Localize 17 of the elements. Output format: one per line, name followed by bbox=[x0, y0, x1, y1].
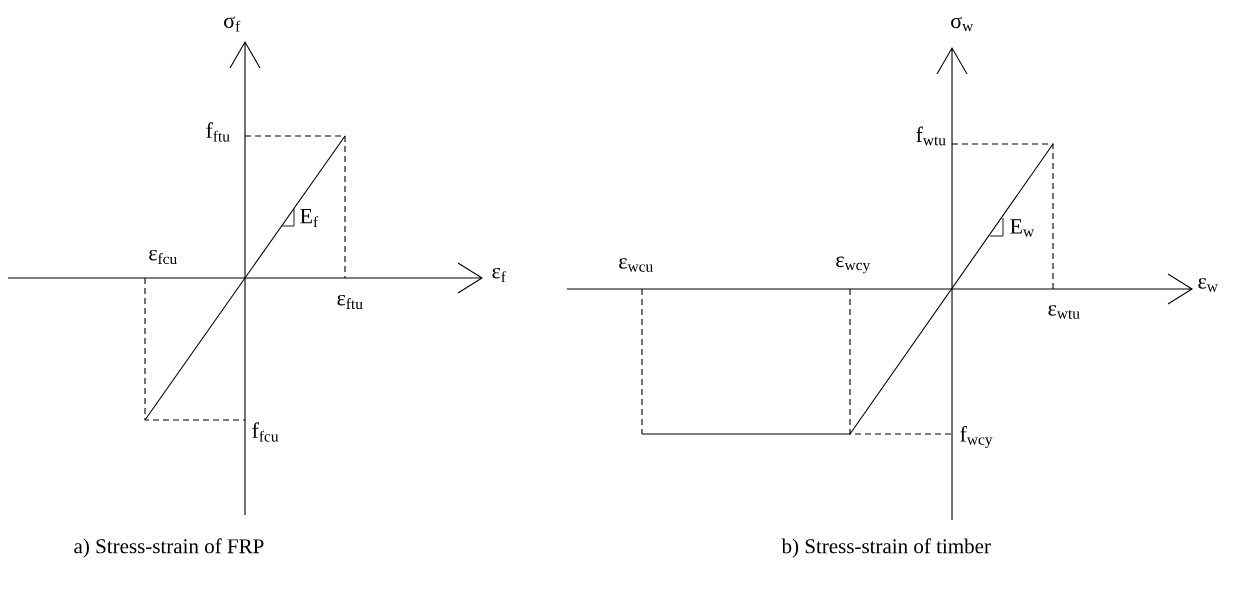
slope-label: E$_{w}$ bbox=[1010, 219, 1035, 237]
value-label: ε$_{wtu}$ bbox=[1048, 305, 1080, 319]
value-label: f$_{wcy}$ bbox=[960, 426, 993, 448]
value-label: f$_{wtu}$ bbox=[916, 126, 946, 146]
axis-label: σ$_{w}$ bbox=[951, 16, 974, 32]
value-label: f$_{ftu}$ bbox=[206, 122, 230, 142]
axis-label: σ$_{f}$ bbox=[224, 16, 241, 32]
caption: b) Stress-strain of timber bbox=[781, 538, 991, 558]
value-label: f$_{fcu}$ bbox=[252, 422, 279, 442]
caption: a) Stress-strain of FRP bbox=[74, 538, 264, 558]
axis-label: ε$_{f}$ bbox=[492, 267, 506, 283]
axis-label: ε$_{w}$ bbox=[1198, 278, 1218, 292]
value-label: ε$_{fcu}$ bbox=[149, 249, 177, 265]
value-label: ε$_{ftu}$ bbox=[337, 294, 363, 310]
value-label: ε$_{wcu}$ bbox=[619, 258, 653, 272]
slope-label: E$_{f}$ bbox=[300, 208, 319, 228]
value-label: ε$_{wcy}$ bbox=[836, 256, 871, 274]
